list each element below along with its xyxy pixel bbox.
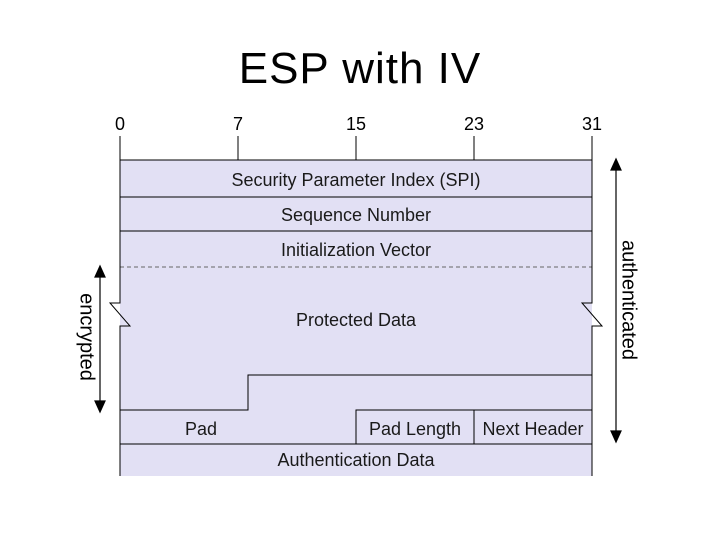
field-pad-length: Pad Length <box>368 419 462 439</box>
field-initialization-vector: Initialization Vector <box>280 240 432 260</box>
slide-title: ESP with IV <box>238 44 482 93</box>
bit-label-31: 31 <box>581 114 603 134</box>
bit-label-15: 15 <box>345 114 367 134</box>
packet-edges <box>108 160 604 476</box>
bit-ruler <box>119 136 593 161</box>
encrypted-arrow <box>94 264 106 414</box>
field-separators <box>120 196 592 445</box>
field-pad: Pad <box>184 419 218 439</box>
bit-label-7: 7 <box>232 114 244 134</box>
authenticated-arrow <box>610 157 622 444</box>
authenticated-label: authenticated <box>617 239 640 361</box>
encrypted-label: encrypted <box>75 293 98 381</box>
bit-label-23: 23 <box>463 114 485 134</box>
field-protected-data: Protected Data <box>295 310 417 330</box>
field-spi: Security Parameter Index (SPI) <box>231 170 481 190</box>
bit-label-0: 0 <box>114 114 126 134</box>
field-sequence-number: Sequence Number <box>280 205 432 225</box>
field-authentication-data: Authentication Data <box>277 450 435 470</box>
field-next-header: Next Header <box>482 419 584 439</box>
